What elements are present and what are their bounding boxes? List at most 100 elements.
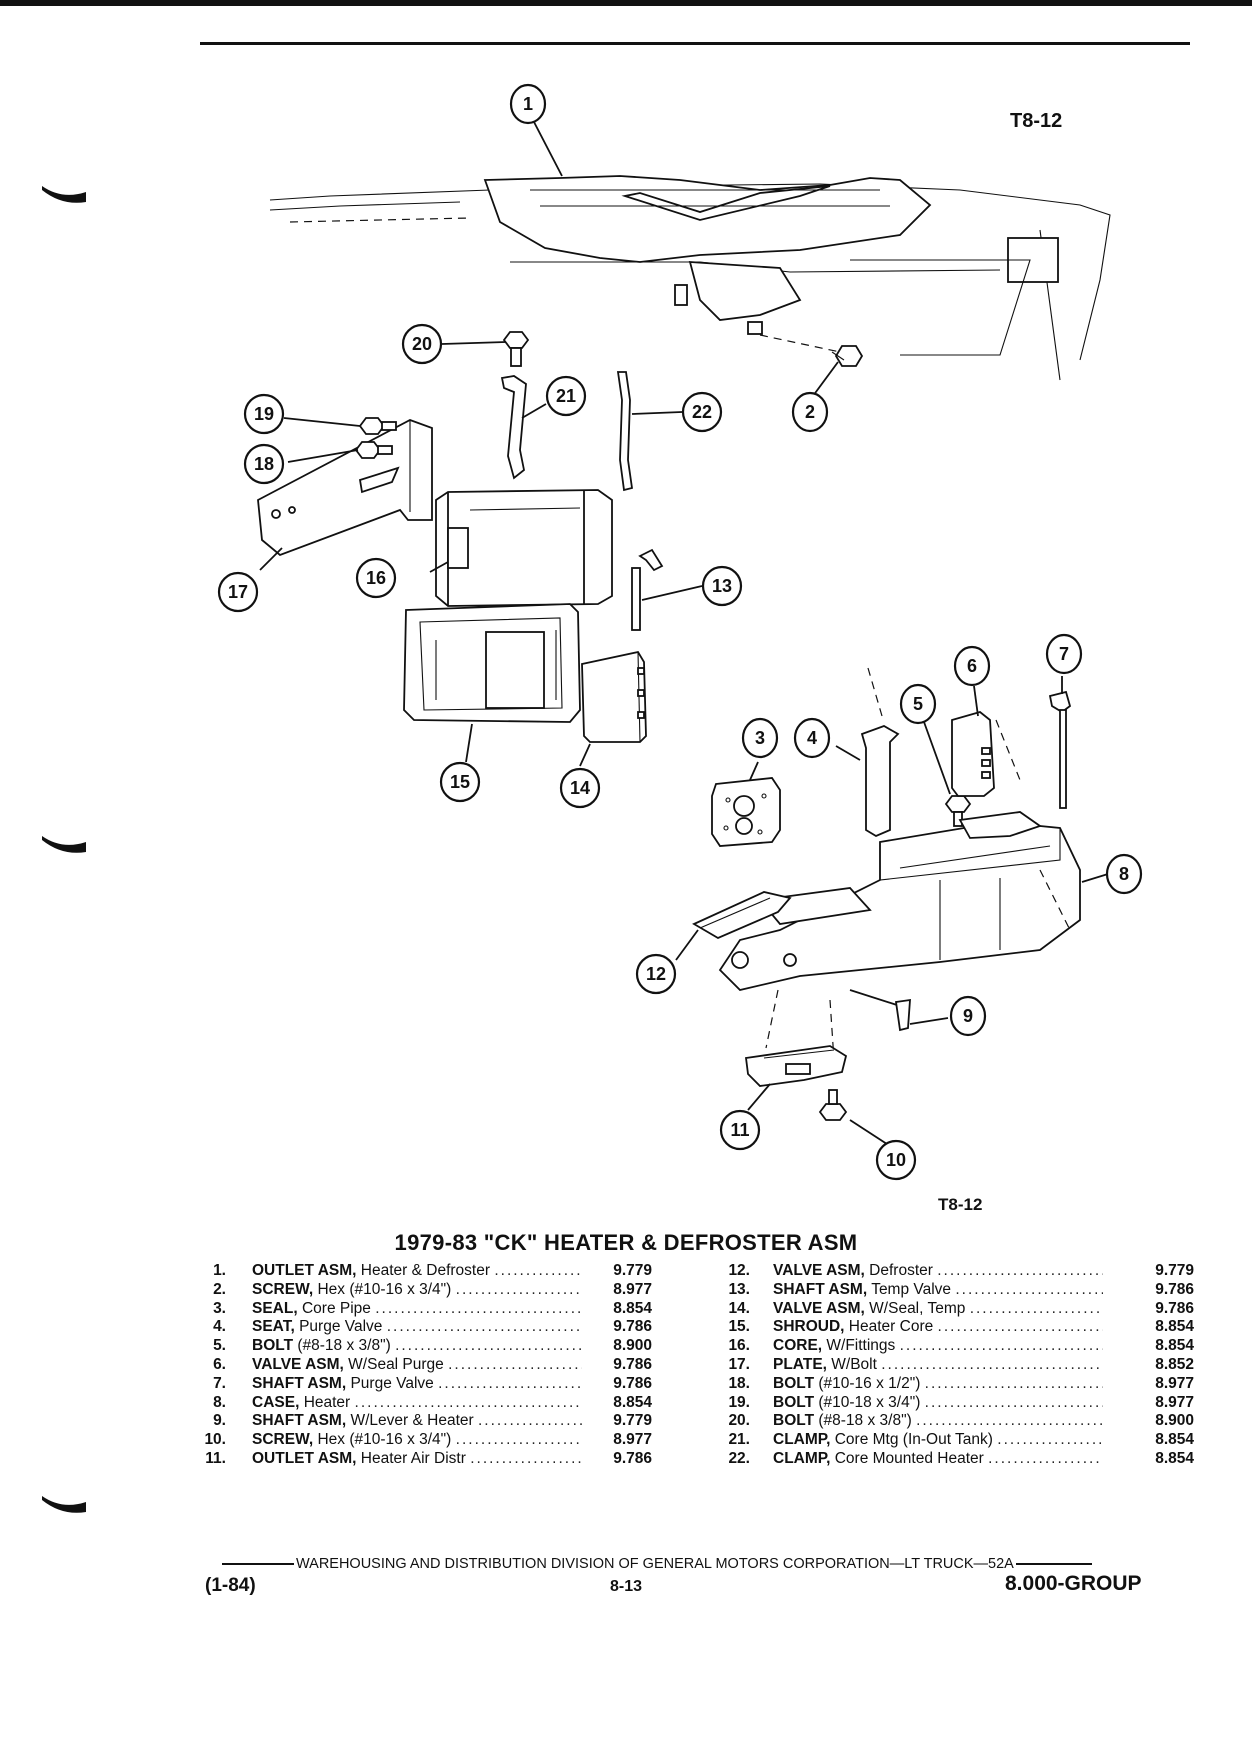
svg-text:9: 9 [963,1006,973,1026]
parts-row: 1. OUTLET ASM, Heater & Defroster .......… [180,1262,660,1281]
callout-11: 11 [719,1109,761,1151]
part-description: BOLT (#8-18 x 3/8") ....................… [252,1337,582,1356]
part-number: 1. [213,1262,226,1279]
part-detail: Hex (#10-16 x 3/4") [317,1431,452,1449]
binder-hole-mark [42,186,86,203]
parts-row: 4.SEAT, Purge Valve ....................… [180,1318,660,1337]
group-number: 8.852 [1155,1355,1194,1373]
parts-row: 12.VALVE ASM, Defroster ................… [700,1262,1194,1281]
shaft-temp-valve [631,548,664,631]
valve-w-seal-purge [951,711,1021,797]
svg-text:1: 1 [523,94,533,114]
leader-dots: ........................................… [455,1280,582,1298]
part-description: SHAFT ASM, Temp Valve ..................… [773,1281,1103,1300]
parts-row: 13. SHAFT ASM, Temp Valve ...............… [700,1280,1194,1300]
part-name: SHROUD, [773,1318,845,1336]
figure-ref-bottom: T8-12 [938,1195,983,1214]
parts-row: 18. BOLT (#10-16 x 1/2") ................… [700,1374,1194,1394]
part-name: BOLT [773,1393,815,1411]
parts-row: 16.CORE, W/Fittings ....................… [700,1337,1194,1356]
callout-14: 14 [559,767,601,809]
bolt-20 [502,331,530,367]
leader-dots: ........................................… [988,1449,1103,1467]
leader-dots: ........................................… [899,1337,1103,1355]
group-number: 9.786 [613,1449,652,1467]
group-number: 8.854 [1155,1431,1194,1449]
part-detail: W/Lever & Heater [350,1412,474,1430]
seal-core-pipe [711,777,781,847]
parts-row: 11.OUTLET ASM, Heater Air Distr ........… [180,1450,660,1469]
part-name: OUTLET ASM, [252,1262,357,1279]
shaft-w-lever [849,989,911,1032]
part-detail: W/Seal, Temp [869,1299,966,1317]
callout-8: 8 [1105,853,1143,895]
leader-dots: ........................................… [881,1355,1103,1373]
footer-corporate-line: WAREHOUSING AND DISTRIBUTION DIVISION OF… [222,1556,1172,1572]
svg-text:17: 17 [228,582,248,602]
leader-dots: ........................................… [395,1337,582,1355]
part-description: OUTLET ASM, Heater & Defroster .........… [252,1262,582,1281]
part-description: VALVE ASM, W/Seal Purge ................… [252,1356,582,1375]
leader-dots: ........................................… [448,1355,582,1373]
part-detail: Core Mtg (In-Out Tank) [834,1431,993,1449]
svg-text:18: 18 [254,454,274,474]
part-number: 15. [728,1318,750,1336]
screw-hex-10 [818,1089,848,1121]
part-number: 20. [728,1412,750,1430]
part-number: 18. [728,1374,750,1392]
clamp-core-mtg [500,375,527,480]
svg-text:16: 16 [366,568,386,588]
part-detail: Purge Valve [299,1318,383,1336]
callout-13: 13 [701,565,743,607]
svg-text:4: 4 [807,728,817,748]
callout-10: 10 [875,1139,917,1181]
leader-dots: ........................................… [937,1262,1103,1279]
part-name: CORE, [773,1337,823,1355]
clamp-core-mounted [616,371,634,492]
part-name: SCREW, [252,1431,314,1449]
svg-text:12: 12 [646,964,666,984]
part-description: BOLT (#10-16 x 1/2") ...................… [773,1375,1103,1394]
plate-w-bolt [257,419,433,557]
group-number: 9.786 [613,1355,652,1373]
part-name: CLAMP, [773,1431,831,1449]
exploded-parts-diagram: 1 2 3 4 5 6 7 8 9 10 11 12 [217,83,1143,1181]
svg-text:21: 21 [556,386,576,406]
part-description: BOLT (#10-18 x 3/4") ...................… [773,1394,1103,1413]
parts-row: 17.PLATE, W/Bolt .......................… [700,1355,1194,1375]
part-description: SEAL, Core Pipe ........................… [252,1300,582,1319]
part-number: 13. [728,1280,750,1298]
group-number: 8.854 [1155,1449,1194,1467]
part-number: 11. [205,1449,226,1467]
part-number: 7. [213,1374,226,1392]
footer-date: (1-84) [205,1575,256,1596]
callout-7: 7 [1045,633,1083,675]
case-heater [718,811,1081,991]
leader-dots: ........................................… [438,1374,582,1392]
group-number: 9.786 [1155,1299,1194,1317]
svg-text:8: 8 [1119,864,1129,884]
callout-1: 1 [509,83,547,125]
part-detail: Heater [303,1393,351,1411]
group-number: 8.854 [1155,1318,1194,1336]
callout-16: 16 [355,557,397,599]
footer-text: WAREHOUSING AND DISTRIBUTION DIVISION OF… [296,1556,1014,1572]
callout-6: 6 [953,645,991,687]
part-description: SHAFT ASM, Purge Valve .................… [252,1375,582,1394]
svg-text:22: 22 [692,402,712,422]
part-detail: Core Pipe [301,1299,371,1317]
part-number: 5. [213,1337,226,1355]
callout-3: 3 [741,717,779,759]
svg-text:14: 14 [570,778,590,798]
part-name: SHAFT ASM, [773,1280,868,1298]
group-number: 8.977 [613,1431,652,1449]
part-number: 17. [728,1355,750,1373]
callout-4: 4 [793,717,831,759]
part-number: 9. [213,1412,226,1430]
group-number: 8.977 [1155,1374,1194,1392]
leader-dots: ........................................… [969,1299,1103,1317]
group-number: 9.786 [1155,1280,1194,1298]
part-name: CLAMP, [773,1449,831,1467]
part-number: 14. [728,1299,750,1317]
part-description: CASE, Heater ...........................… [252,1394,582,1413]
